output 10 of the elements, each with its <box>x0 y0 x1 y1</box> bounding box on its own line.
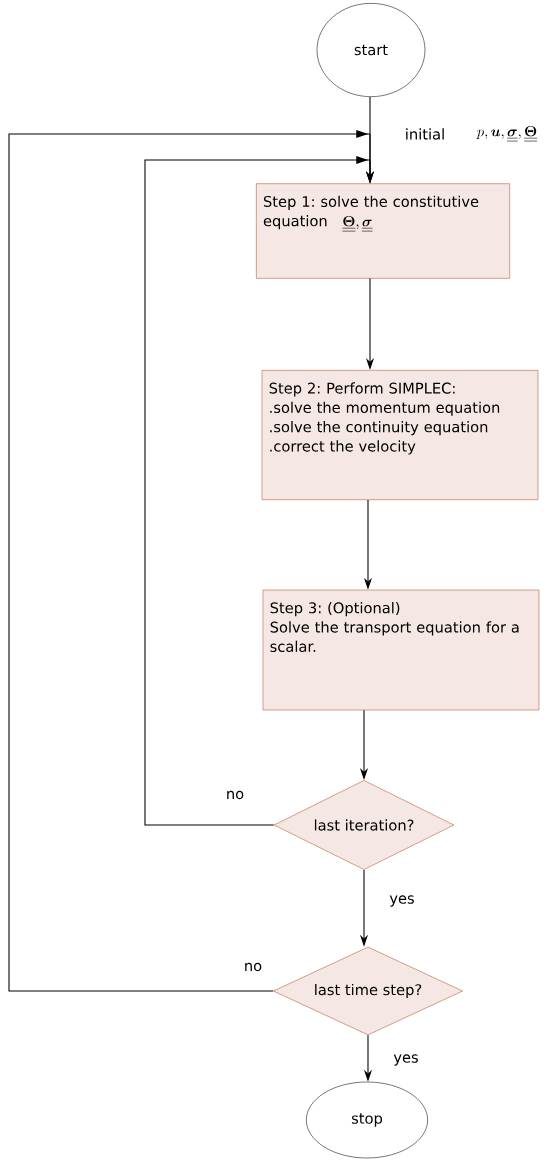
edge-label: no <box>242 961 264 973</box>
edge-label: yes <box>388 894 416 908</box>
process-box: Step 2: Perform SIMPLEC: .solve the momentum equation .solve the continuity equation .correct the velocity <box>261 370 539 500</box>
edge-label: no <box>224 789 246 801</box>
arrow <box>8 130 375 992</box>
process-box: Step 3: (Optional) Solve the transport equation for a scalar. <box>262 589 540 711</box>
edge-label: yes <box>392 1053 420 1067</box>
process-box: Step 1: solve the constitutive equation $\underline{\underline{\boldsymbol{\Theta}}}, \underline{\underline{\boldsymbol{\sigma}}}$ <box>256 183 510 279</box>
formula-label: $p, \boldsymbol{u}, \underline{\underline{\boldsymbol{\sigma}}}, \underline{\underline{\boldsymbol{\Theta}}}$ <box>476 125 538 142</box>
edge-label: initial <box>403 127 447 141</box>
